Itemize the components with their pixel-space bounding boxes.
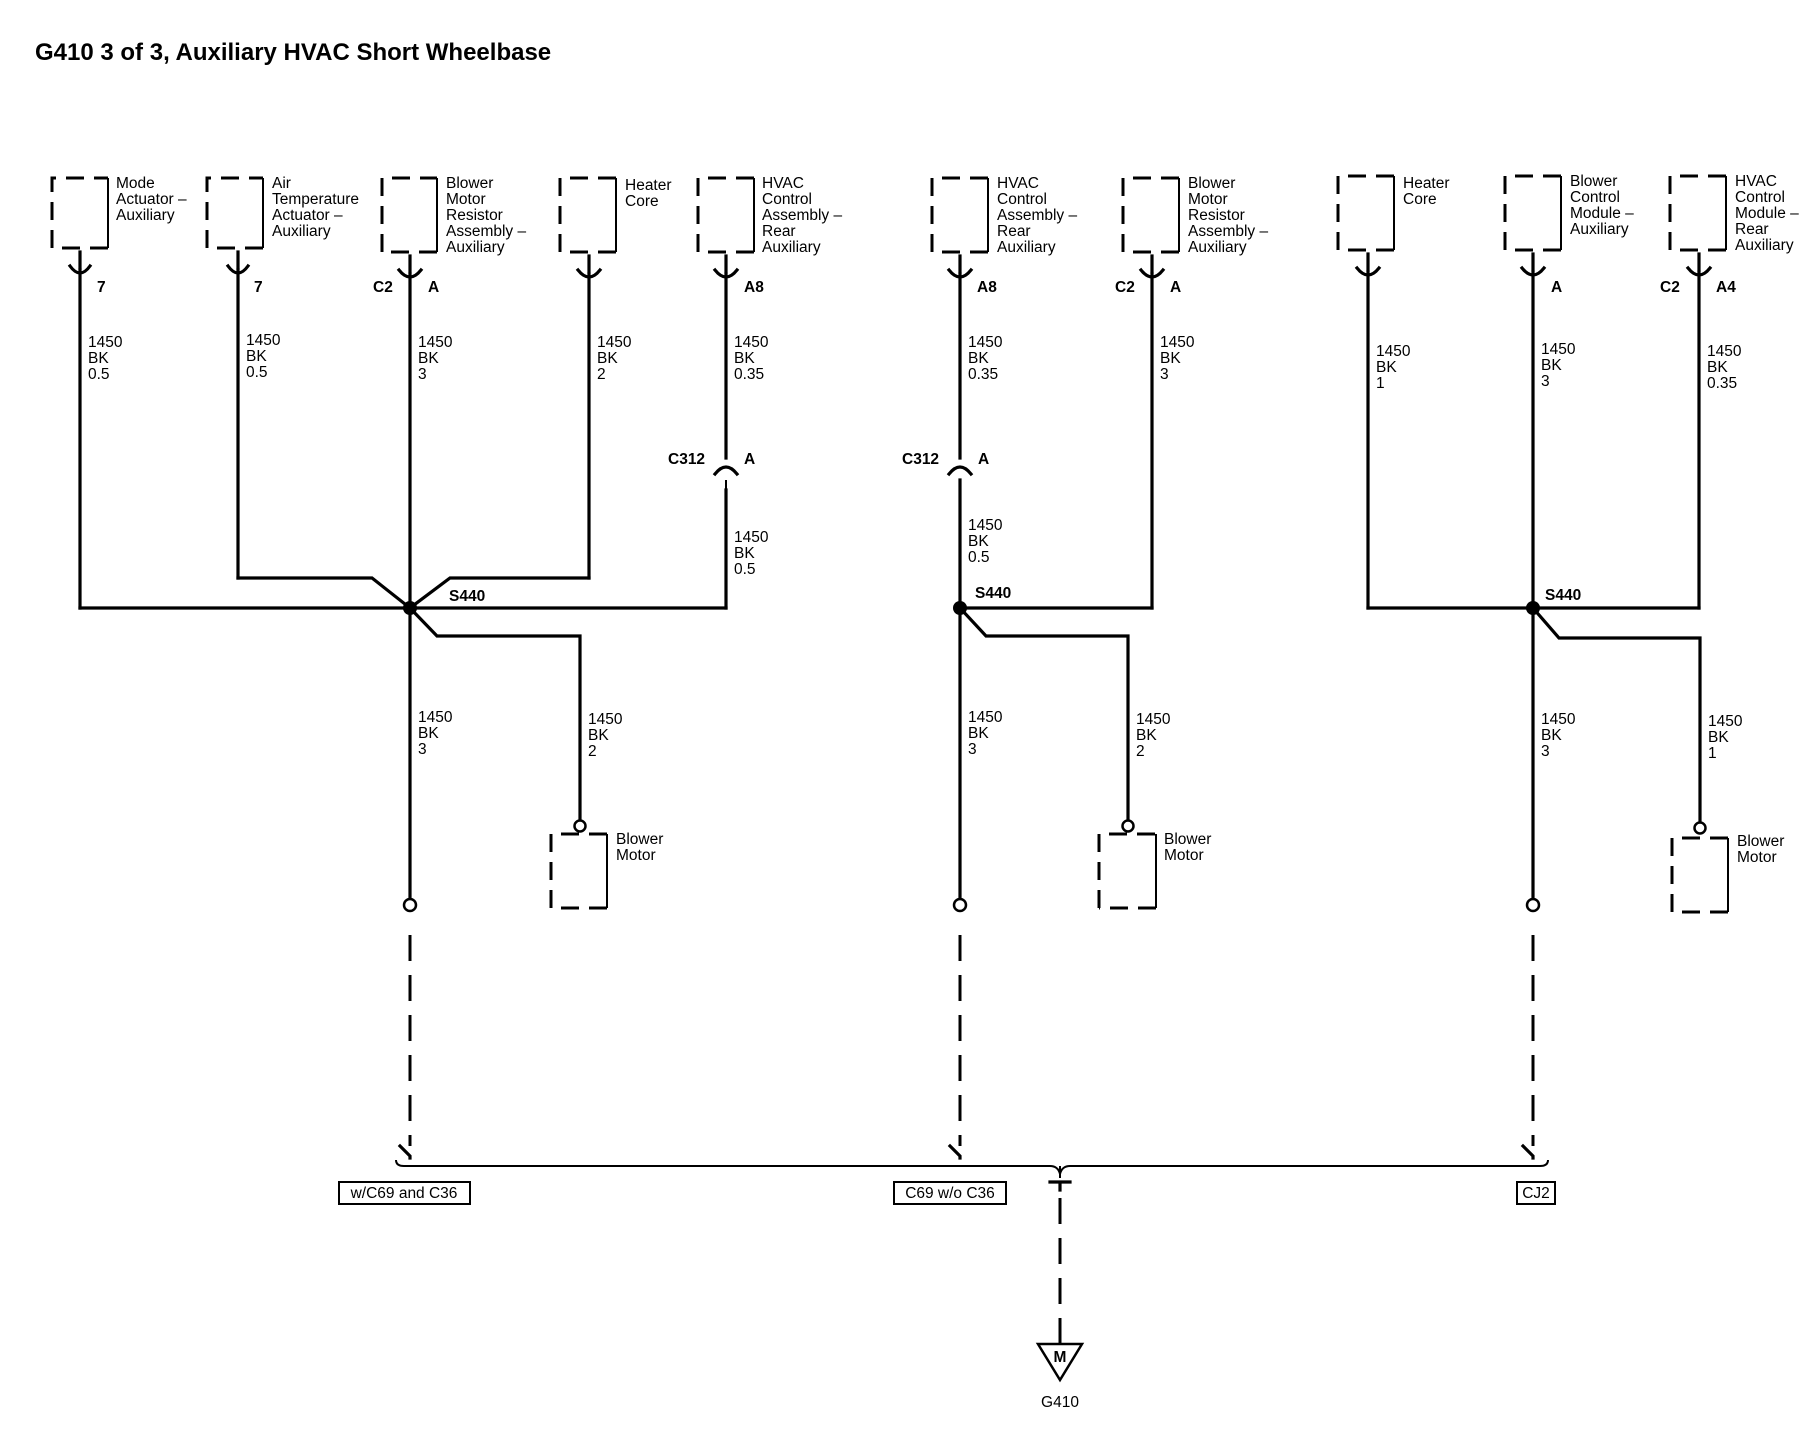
component-label: Air Temperature Actuator – Auxiliary [272,175,363,240]
pin-label: A4 [1716,279,1736,296]
option-bus: w/C69 and C36 C69 w/o C36 CJ2 [338,1159,1556,1344]
component-label: HVAC Control Assembly – Rear Auxiliary [997,175,1081,256]
wire-label: 1450 BK 3 [968,709,1007,758]
wire-label: 1450 BK 0.5 [88,334,127,383]
component-blower-motor-left: Blower Motor [549,819,668,910]
pin-label: A [744,451,755,468]
option-box-left [338,1181,471,1205]
option-label-right: CJ2 [1522,1185,1550,1202]
component-hvac-control-assembly-left: HVAC Control Assembly – Rear Auxiliary A… [668,175,846,578]
connector-label: C312 [902,451,939,468]
wire-label: 1450 BK 0.5 [734,529,773,578]
component-label: Blower Control Module – Auxiliary [1570,173,1638,238]
component-heater-core-left: Heater Core 1450 BK 2 [558,176,676,383]
component-blower-motor-resistor-left: Blower Motor Resistor Assembly – Auxilia… [373,175,530,383]
component-blower-motor-right: Blower Motor [1670,821,1789,914]
section-left: Mode Actuator – Auxiliary 7 1450 BK 0.5 … [50,175,846,1160]
component-blower-control-module: Blower Control Module – Auxiliary A 1450… [1503,173,1638,390]
pin-label: A8 [744,279,764,296]
wire-label: 1450 BK 3 [1160,334,1199,383]
connection-point [1525,897,1541,913]
wires-left [78,268,728,910]
ground-icon [1035,1342,1085,1383]
component-label: HVAC Control Assembly – Rear Auxiliary [762,175,846,256]
connection-point [952,897,968,913]
diagram-title: G410 3 of 3, Auxiliary HVAC Short Wheelb… [35,39,551,66]
wire-label: 1450 BK 0.5 [968,517,1007,566]
pin-label: A8 [977,279,997,296]
wire-label: 1450 BK 0.35 [1707,343,1746,392]
component-label: Blower Motor [1737,833,1789,866]
splice-s440-left [403,601,417,615]
wires-right [1366,270,1702,910]
component-label: Blower Motor Resistor Assembly – Auxilia… [446,175,530,256]
pin-label: A [978,451,989,468]
section-middle: HVAC Control Assembly – Rear Auxiliary A… [902,175,1272,1160]
wire-label: 1450 BK 2 [588,711,627,760]
component-label: HVAC Control Module – Rear Auxiliary [1735,173,1803,254]
wire-label: 1450 BK 0.35 [734,334,773,383]
option-box-right [1516,1181,1556,1205]
component-blower-motor-middle: Blower Motor [1097,819,1216,910]
pin-label: A [428,279,439,296]
component-label: Blower Motor [616,831,668,864]
connector-label: C312 [668,451,705,468]
component-label: Heater Core [1403,175,1454,208]
wire-label: 1450 BK 3 [1541,341,1580,390]
inline-connector-c312 [712,465,740,477]
option-box-middle [893,1181,1007,1205]
ground-label: G410 [1041,1394,1079,1411]
connector-label: C2 [1115,279,1135,296]
wire-label: 1450 BK 3 [1541,711,1580,760]
wire-label: 1450 BK 2 [1136,711,1175,760]
section-right: Heater Core 1450 BK 1 Blower Control Mod… [1336,173,1803,1160]
component-box [50,176,108,250]
wire-label: 1450 BK 0.35 [968,334,1007,383]
ground-g410: M G410 [1035,1342,1085,1411]
splice-label: S440 [449,588,485,605]
wire-label: 1450 BK 1 [1376,343,1415,392]
connection-point [402,897,418,913]
pin-label: 7 [254,279,263,296]
wires-middle [957,272,1154,910]
pin-label: A [1170,279,1181,296]
wire-label: 1450 BK 2 [597,334,636,383]
component-label: Blower Motor Resistor Assembly – Auxilia… [1188,175,1272,256]
connector-label: C2 [373,279,393,296]
component-hvac-control-module: HVAC Control Module – Rear Auxiliary C2 … [1660,173,1803,392]
splice-s440-middle [953,601,967,615]
pin-label: A [1551,279,1562,296]
component-mode-actuator: Mode Actuator – Auxiliary 7 1450 BK 0.5 [50,175,191,383]
connector-label: C2 [1660,279,1680,296]
wire-label: 1450 BK 0.5 [246,332,285,381]
splice-s440-right [1526,601,1540,615]
component-heater-core-right: Heater Core 1450 BK 1 [1336,174,1454,392]
component-air-temperature-actuator: Air Temperature Actuator – Auxiliary 7 1… [205,175,363,381]
option-label-left: w/C69 and C36 [350,1185,458,1202]
component-label: Mode Actuator – Auxiliary [116,175,191,224]
pin-label: 7 [97,279,106,296]
component-label: Heater Core [625,177,676,210]
component-hvac-control-assembly-middle: HVAC Control Assembly – Rear Auxiliary A… [902,175,1081,566]
ground-symbol: M [1054,1349,1067,1366]
wire-label: 1450 BK 1 [1708,713,1747,762]
splice-label: S440 [975,585,1011,602]
splice-label: S440 [1545,587,1581,604]
wire-label: 1450 BK 3 [418,334,457,383]
component-label: Blower Motor [1164,831,1216,864]
wire-label: 1450 BK 3 [418,709,457,758]
option-label-middle: C69 w/o C36 [905,1185,995,1202]
component-blower-motor-resistor-middle: Blower Motor Resistor Assembly – Auxilia… [1115,175,1272,383]
